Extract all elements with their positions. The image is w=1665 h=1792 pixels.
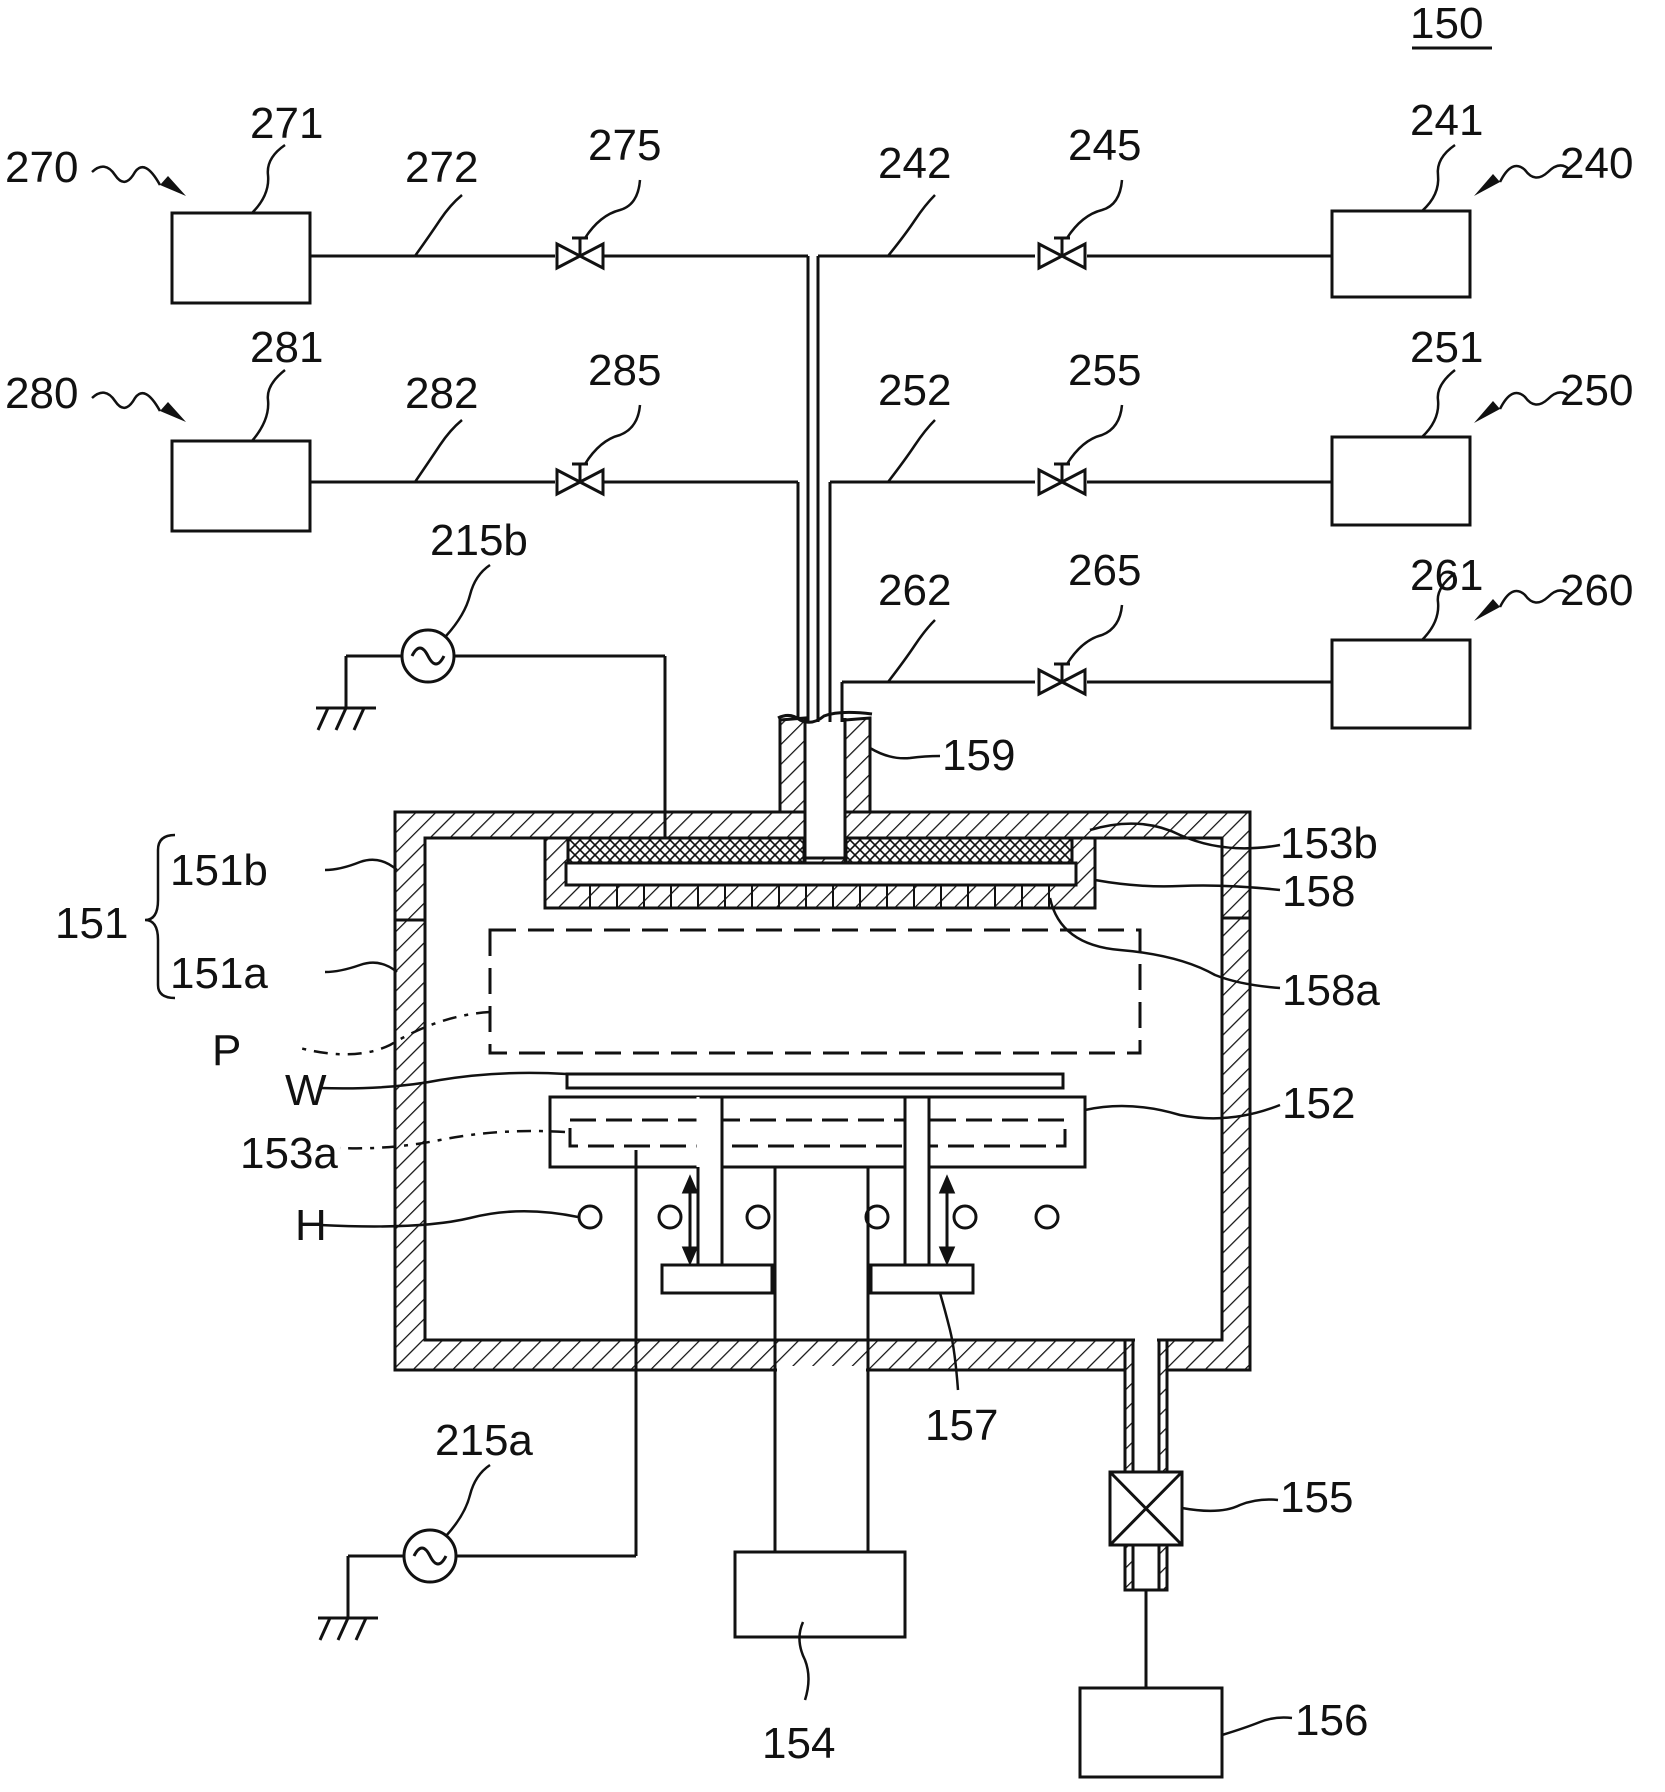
label-251: 251 <box>1410 323 1483 372</box>
label-215b: 215b <box>430 516 528 565</box>
heater-elements <box>579 1206 1058 1228</box>
label-W: W <box>285 1066 327 1115</box>
gate-valve-icon <box>1110 1472 1182 1545</box>
ground-icon <box>316 708 376 730</box>
label-242: 242 <box>878 139 951 188</box>
label-272: 272 <box>405 143 478 192</box>
arrow-icon <box>684 1178 696 1262</box>
label-265: 265 <box>1068 546 1141 595</box>
figure-number: 150 <box>1410 0 1483 48</box>
valve-icon <box>1039 238 1085 268</box>
ground-icon <box>318 1618 378 1640</box>
valve-icon <box>1039 464 1085 494</box>
lift-plate-right <box>871 1265 973 1293</box>
label-270: 270 <box>5 143 78 192</box>
label-260: 260 <box>1560 566 1633 615</box>
lift-pin-right <box>905 1097 929 1267</box>
label-H: H <box>295 1201 327 1250</box>
lift-pin-left <box>698 1097 722 1267</box>
label-250: 250 <box>1560 366 1633 415</box>
valve-icon <box>557 464 603 494</box>
label-261: 261 <box>1410 551 1483 600</box>
label-153b: 153b <box>1280 819 1378 868</box>
source-box-251 <box>1332 437 1470 525</box>
label-241: 241 <box>1410 96 1483 145</box>
label-157: 157 <box>925 1401 998 1450</box>
label-240: 240 <box>1560 139 1633 188</box>
wafer <box>567 1074 1063 1088</box>
pump-box <box>1080 1688 1222 1777</box>
ac-source-icon <box>404 1530 456 1582</box>
plasma-region <box>490 930 1140 1053</box>
valve-icon <box>557 238 603 268</box>
ac-source-icon <box>402 630 454 682</box>
source-box-241 <box>1332 211 1470 297</box>
label-262: 262 <box>878 566 951 615</box>
label-159: 159 <box>942 731 1015 780</box>
label-P: P <box>212 1026 241 1075</box>
substrate-support <box>550 1097 1085 1167</box>
figure-number-group: 150 <box>1410 0 1492 48</box>
label-280: 280 <box>5 369 78 418</box>
label-285: 285 <box>588 346 661 395</box>
source-box-271 <box>172 213 310 303</box>
lift-plate-left <box>662 1265 772 1293</box>
label-158: 158 <box>1282 867 1355 916</box>
valve-icon <box>1039 664 1085 694</box>
label-215a: 215a <box>435 1416 533 1465</box>
label-245: 245 <box>1068 121 1141 170</box>
label-156: 156 <box>1295 1696 1368 1745</box>
label-252: 252 <box>878 366 951 415</box>
source-box-261 <box>1332 640 1470 728</box>
label-158a: 158a <box>1282 966 1380 1015</box>
label-151b: 151b <box>170 846 268 895</box>
label-151a: 151a <box>170 949 268 998</box>
source-box-281 <box>172 441 310 531</box>
drive-unit <box>735 1552 905 1637</box>
label-255: 255 <box>1068 346 1141 395</box>
label-275: 275 <box>588 121 661 170</box>
label-152: 152 <box>1282 1079 1355 1128</box>
inlet-tube <box>780 718 805 812</box>
label-155: 155 <box>1280 1473 1353 1522</box>
arrow-icon <box>941 1178 953 1262</box>
label-281: 281 <box>250 323 323 372</box>
label-271: 271 <box>250 99 323 148</box>
label-153a: 153a <box>240 1129 338 1178</box>
label-154: 154 <box>762 1719 835 1768</box>
label-282: 282 <box>405 369 478 418</box>
label-151: 151 <box>55 899 128 948</box>
upper-electrode <box>568 838 804 863</box>
